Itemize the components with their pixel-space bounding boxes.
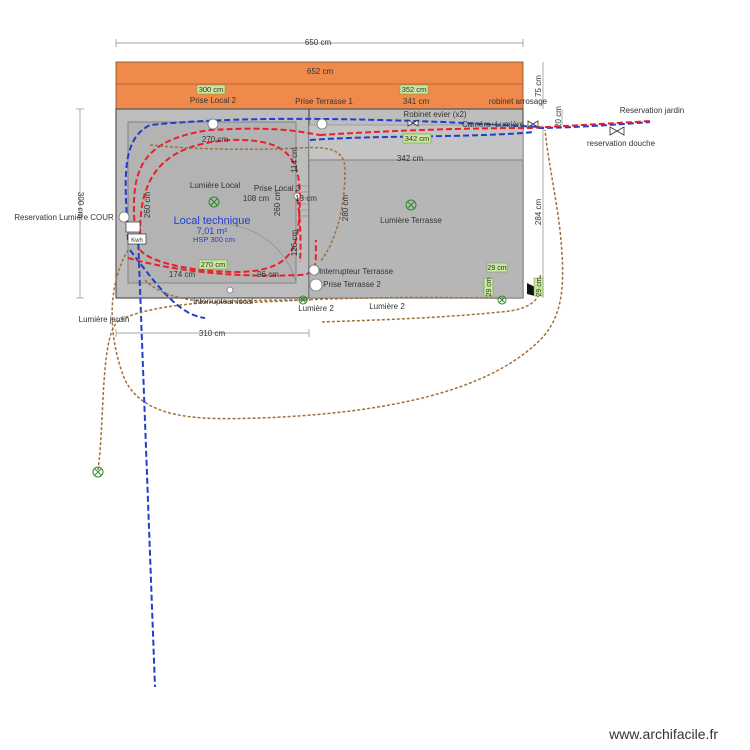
label-center-114: 114 cm — [290, 147, 299, 173]
svg-text:352 cm: 352 cm — [402, 85, 427, 94]
label-center-126: 126 cm — [290, 230, 299, 257]
label-lumiere-jardin: Lumière jardin — [79, 315, 130, 324]
blue-wire — [124, 117, 651, 688]
outlet-local-2-icon — [207, 118, 219, 130]
light-terrasse-icon — [405, 199, 417, 211]
light-local-icon — [208, 196, 220, 208]
green-dim-tags: 300 cm 352 cm 342 cm 270 cm 29 cm 29 cm … — [196, 84, 544, 297]
label-reservation-jardin: Reservation jardin — [620, 106, 684, 115]
room-area: 7,01 m² — [197, 226, 228, 236]
label-interrupteur-terrasse: Interrupteur Terrasse — [319, 267, 394, 276]
label-lumiere-local: Lumière Local — [190, 181, 240, 190]
label-reservation-douche: reservation douche — [587, 139, 656, 148]
roof-width-label: 652 cm — [307, 67, 334, 76]
room-height: HSP 300 cm — [193, 235, 235, 244]
label-local-inner-top: 270 cm — [202, 135, 229, 144]
outlet-terrasse-1-icon — [316, 118, 328, 130]
dimension-left-height: 300 cm — [76, 108, 85, 299]
switch-terrasse-icon — [308, 264, 320, 276]
dimension-total-width: 650 cm — [115, 38, 524, 47]
svg-text:270 cm: 270 cm — [201, 260, 226, 269]
dimension-right: 75 cm 20 cm 284 cm — [534, 62, 563, 298]
valve-arrosage-icon — [527, 120, 539, 128]
label-d13: 13 cm — [295, 194, 317, 203]
svg-text:284 cm: 284 cm — [534, 199, 543, 226]
dimension-bottom-width: 310 cm — [115, 329, 310, 338]
label-reservation-lumiere-cour: Reservation Lumière COUR — [14, 213, 114, 222]
label-d108: 108 cm — [243, 194, 270, 203]
electrical-panel-icon: Kwh — [125, 221, 147, 245]
label-d174: 174 cm — [169, 270, 196, 279]
roof — [115, 61, 524, 110]
svg-text:75 cm: 75 cm — [534, 75, 543, 97]
label-lumiere-2-a: Lumière 2 — [298, 304, 334, 313]
label-terrace-inner: 342 cm — [397, 154, 424, 163]
label-prise-local-3: Prise Local 3 — [254, 184, 301, 193]
brown-wire — [97, 129, 564, 471]
label-terrace-inner-top: 341 cm — [403, 97, 430, 106]
outlet-terrasse-2-icon — [309, 278, 323, 292]
watermark: www.archifacile.fr — [609, 726, 718, 742]
outlet-cour-icon — [118, 211, 130, 223]
label-prise-local-2: Prise Local 2 — [190, 96, 237, 105]
svg-text:Kwh: Kwh — [131, 238, 143, 244]
camera-icon — [527, 283, 535, 296]
outlet-local-3-icon — [293, 192, 301, 200]
svg-text:20 cm: 20 cm — [554, 106, 563, 128]
label-prise-terrasse-1: Prise Terrasse 1 — [295, 97, 353, 106]
svg-text:29 cm: 29 cm — [536, 277, 543, 296]
svg-text:310 cm: 310 cm — [199, 329, 226, 338]
svg-text:29 cm: 29 cm — [487, 265, 506, 272]
label-center-260: 260 cm — [273, 190, 282, 217]
dimension-label: 650 cm — [305, 38, 332, 47]
light-2-icon — [298, 295, 308, 305]
label-center-280: 280 cm — [341, 195, 350, 222]
door-swing — [219, 223, 297, 283]
room-title: Local technique — [173, 215, 250, 227]
label-robinet-evier: Robinet evier (x2) — [403, 110, 466, 119]
svg-text:29 cm: 29 cm — [486, 277, 493, 296]
valve-douche-icon — [609, 126, 625, 136]
label-lumiere-terrasse: Lumière Terrasse — [380, 216, 442, 225]
light-jardin-icon — [92, 466, 104, 478]
svg-text:300 cm: 300 cm — [76, 192, 85, 219]
svg-text:342 cm: 342 cm — [405, 134, 430, 143]
label-interrupteur-local: Interrupteur local — [193, 297, 253, 306]
svg-text:300 cm: 300 cm — [199, 85, 224, 94]
label-robinet-arrosage: robinet arrosage — [489, 97, 548, 106]
label-camera-lumiere: Caméra+Lumière — [462, 120, 525, 129]
label-local-inner-height: 260 cm — [143, 192, 152, 219]
switch-local-icon — [226, 286, 234, 294]
light-2b-icon — [497, 295, 507, 305]
label-lumiere-2-b: Lumière 2 — [369, 302, 405, 311]
label-d96: 96 cm — [257, 270, 279, 279]
valve-evier-icon — [407, 119, 419, 127]
label-prise-terrasse-2: Prise Terrasse 2 — [323, 280, 381, 289]
